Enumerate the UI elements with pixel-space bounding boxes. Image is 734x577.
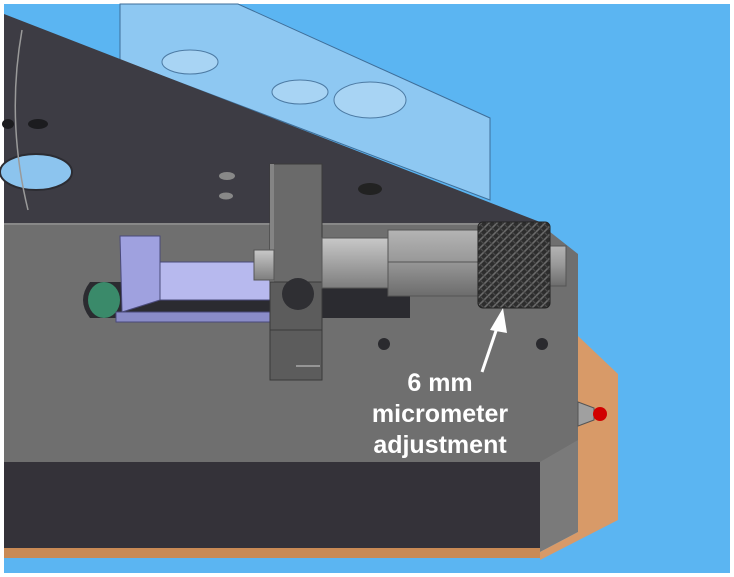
slider-carriage: [115, 235, 277, 323]
copper-plate: [540, 336, 618, 560]
knurled-thimble-icon: [477, 221, 551, 309]
micrometer-body: [253, 229, 567, 297]
probe-tip-icon: [577, 401, 607, 427]
micrometer-callout: 6 mm micrometer adjustment: [346, 368, 534, 461]
lower-side-face: [540, 440, 578, 552]
front-face-holes: [378, 338, 548, 350]
arrow-icon: [480, 308, 507, 373]
callout-line-1: 6 mm: [407, 369, 473, 397]
plate-holes: [161, 49, 407, 119]
bottom-block: [4, 462, 540, 552]
callout-line-3: adjustment: [373, 431, 507, 459]
top-face: [4, 14, 540, 232]
callout-line-2: micrometer: [371, 400, 509, 428]
copper-base: [4, 548, 540, 558]
cable: [14, 29, 29, 211]
clamp-post: [269, 163, 323, 381]
top-face-holes: [0, 119, 382, 200]
